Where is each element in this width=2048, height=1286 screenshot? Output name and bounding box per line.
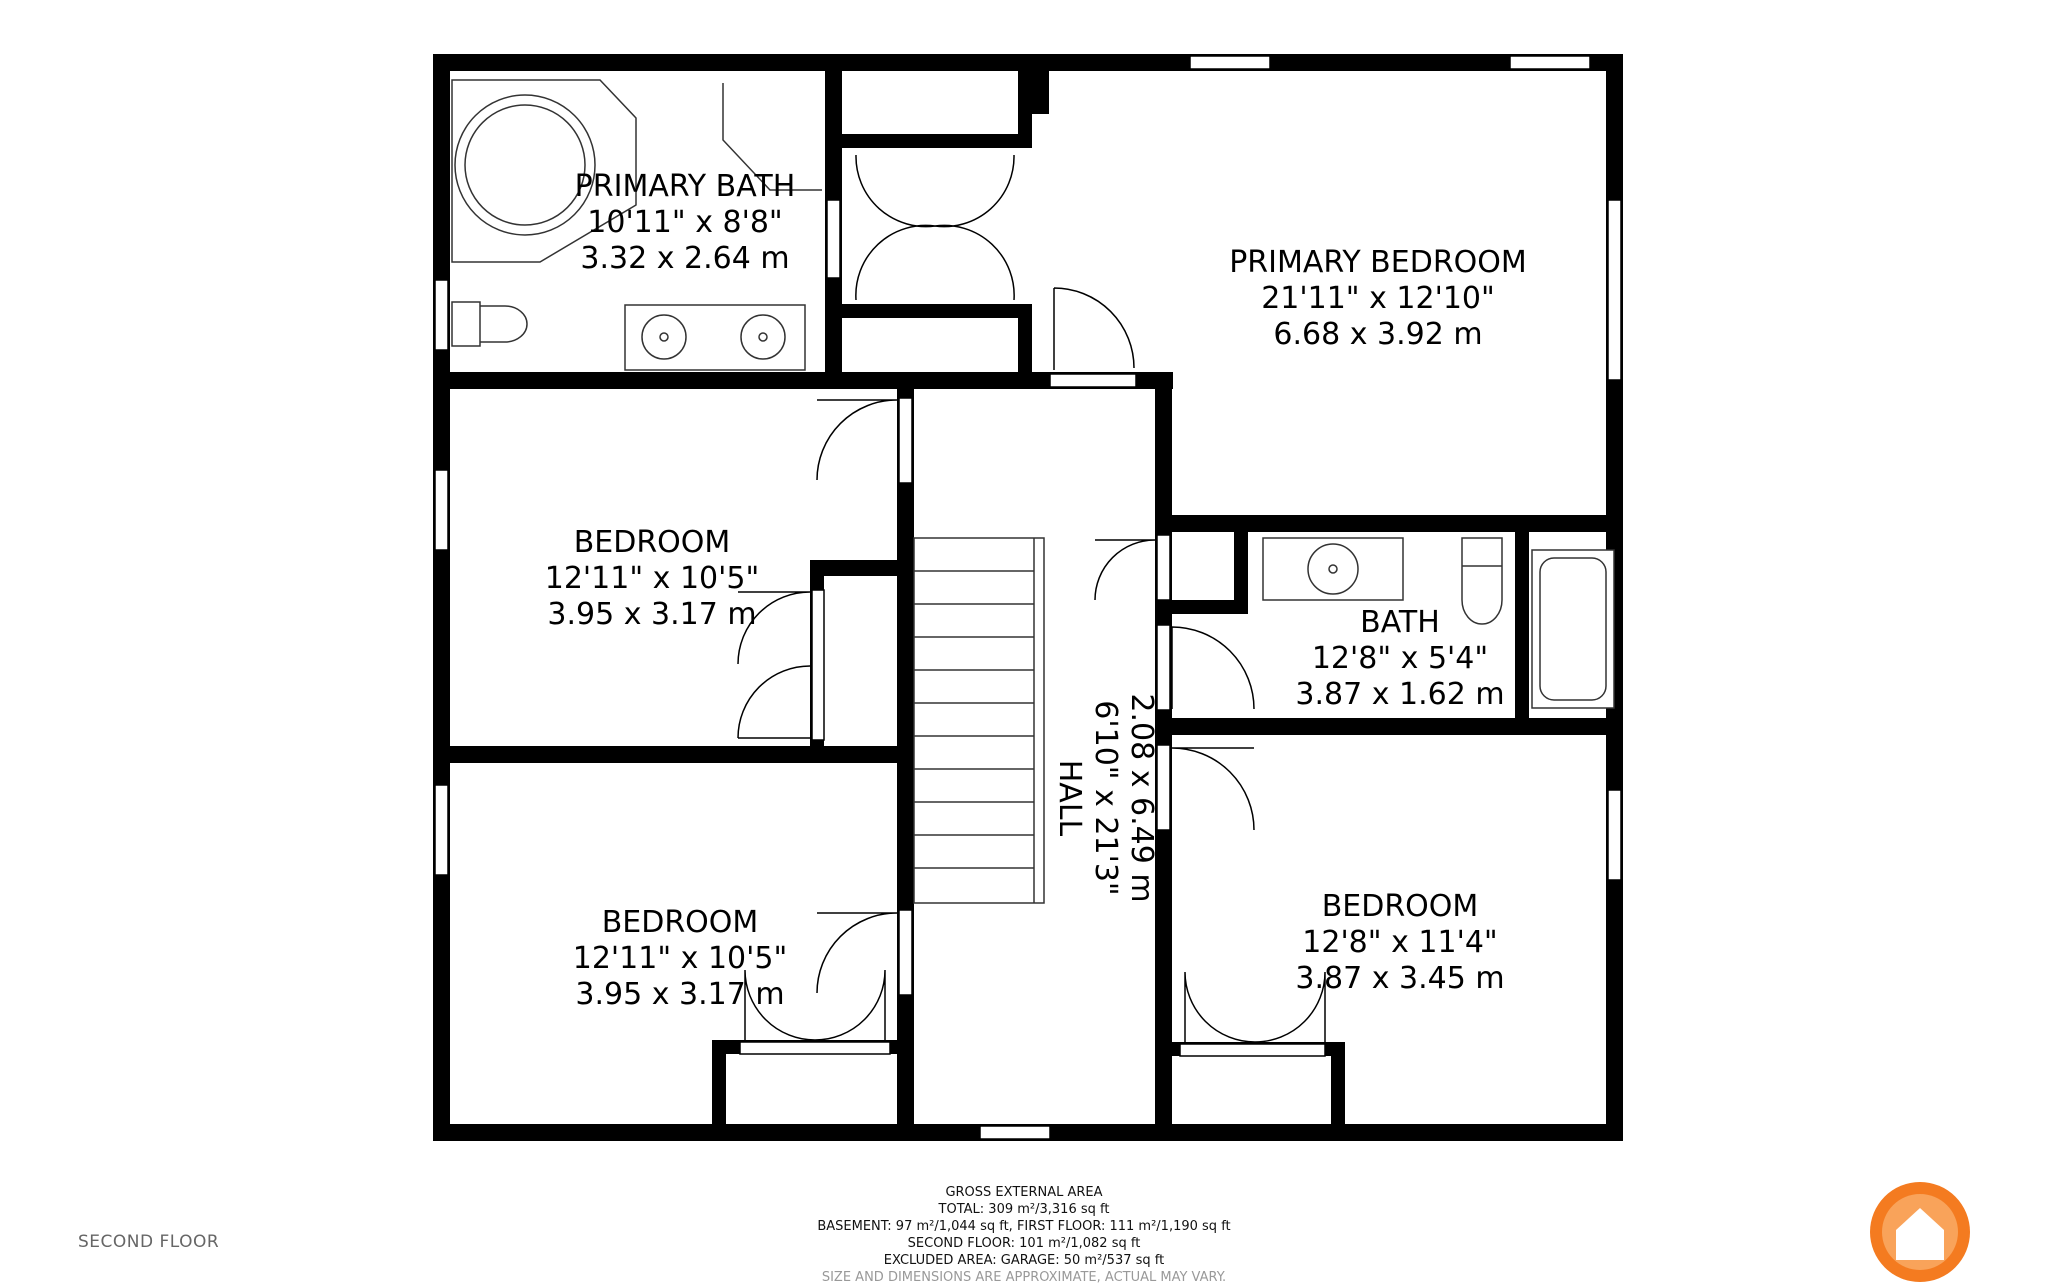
room-dimensions-imperial: 12'8" x 5'4"	[1312, 641, 1488, 676]
room-primary-bath: PRIMARY BATH 10'11" x 8'8" 3.32 x 2.64 m	[575, 169, 796, 276]
room-primary-bedroom: PRIMARY BEDROOM 21'11" x 12'10" 6.68 x 3…	[1229, 245, 1527, 352]
door-gap	[898, 909, 913, 996]
door-swings	[737, 154, 1326, 1043]
room-name: BATH	[1360, 605, 1440, 640]
room-name: BEDROOM	[574, 525, 731, 560]
house-icon	[1870, 1182, 1970, 1282]
room-dimensions-imperial: 12'11" x 10'5"	[545, 561, 760, 596]
window	[434, 279, 449, 351]
toilet-icon	[1461, 537, 1503, 625]
room-dimensions-metric: 2.08 x 6.49 m	[1124, 693, 1159, 902]
stair-treads	[914, 538, 1035, 903]
room-dimensions-metric: 6.68 x 3.92 m	[1273, 317, 1482, 352]
room-hall: HALL 6'10" x 21'3" 2.08 x 6.49 m	[1052, 693, 1159, 902]
room-name: HALL	[1052, 760, 1087, 837]
area-excluded: EXCLUDED AREA: GARAGE: 50 m²/537 sq ft	[883, 1253, 1165, 1268]
room-bedroom-lower-left: BEDROOM 12'11" x 10'5" 3.95 x 3.17 m	[573, 905, 788, 1012]
room-bedroom-lower-right: BEDROOM 12'8" x 11'4" 3.87 x 3.45 m	[1295, 889, 1504, 996]
door-gap	[1156, 534, 1171, 601]
room-dimensions-metric: 3.32 x 2.64 m	[580, 241, 789, 276]
window	[979, 1125, 1051, 1140]
room-dimensions-imperial: 12'8" x 11'4"	[1302, 925, 1497, 960]
door-gap	[898, 397, 913, 484]
room-dimensions-imperial: 10'11" x 8'8"	[587, 205, 782, 240]
area-disclaimer: SIZE AND DIMENSIONS ARE APPROXIMATE, ACT…	[821, 1270, 1227, 1285]
room-dimensions-imperial: 21'11" x 12'10"	[1261, 281, 1495, 316]
room-bedroom-upper-left: BEDROOM 12'11" x 10'5" 3.95 x 3.17 m	[545, 525, 760, 632]
window	[1607, 199, 1622, 381]
room-name: PRIMARY BATH	[575, 169, 796, 204]
window	[1509, 55, 1591, 70]
area-second: SECOND FLOOR: 101 m²/1,082 sq ft	[907, 1236, 1141, 1251]
door-gap	[739, 1041, 891, 1055]
door-gap	[811, 589, 825, 741]
openings	[434, 55, 1622, 1140]
room-dimensions-metric: 3.87 x 3.45 m	[1295, 961, 1504, 996]
room-dimensions-metric: 3.95 x 3.17 m	[547, 597, 756, 632]
room-name: BEDROOM	[602, 905, 759, 940]
window	[1189, 55, 1271, 70]
door-gap	[826, 199, 841, 279]
door-gap	[1156, 744, 1171, 831]
room-dimensions-metric: 3.87 x 1.62 m	[1295, 677, 1504, 712]
room-name: PRIMARY BEDROOM	[1229, 245, 1527, 280]
room-dimensions-imperial: 12'11" x 10'5"	[573, 941, 788, 976]
door-gap	[1049, 373, 1137, 388]
window	[1607, 789, 1622, 881]
area-total: TOTAL: 309 m²/3,316 sq ft	[938, 1202, 1110, 1217]
door-gap	[1179, 1043, 1326, 1057]
area-heading: GROSS EXTERNAL AREA	[945, 1185, 1103, 1200]
room-dimensions-metric: 3.95 x 3.17 m	[575, 977, 784, 1012]
window	[434, 469, 449, 551]
shower-icon	[722, 83, 822, 191]
room-bath: BATH 12'8" x 5'4" 3.87 x 1.62 m	[1295, 605, 1504, 712]
door-gap	[1156, 624, 1171, 711]
fixtures	[451, 79, 1615, 904]
stairs-icon	[913, 537, 1045, 904]
area-basement-first: BASEMENT: 97 m²/1,044 sq ft, FIRST FLOOR…	[817, 1219, 1231, 1234]
room-dimensions-imperial: 6'10" x 21'3"	[1088, 700, 1123, 895]
area-summary: GROSS EXTERNAL AREA TOTAL: 309 m²/3,316 …	[714, 1184, 1334, 1286]
room-name: BEDROOM	[1322, 889, 1479, 924]
toilet-icon	[451, 301, 528, 347]
window	[434, 784, 449, 876]
floor-label: SECOND FLOOR	[78, 1232, 220, 1252]
